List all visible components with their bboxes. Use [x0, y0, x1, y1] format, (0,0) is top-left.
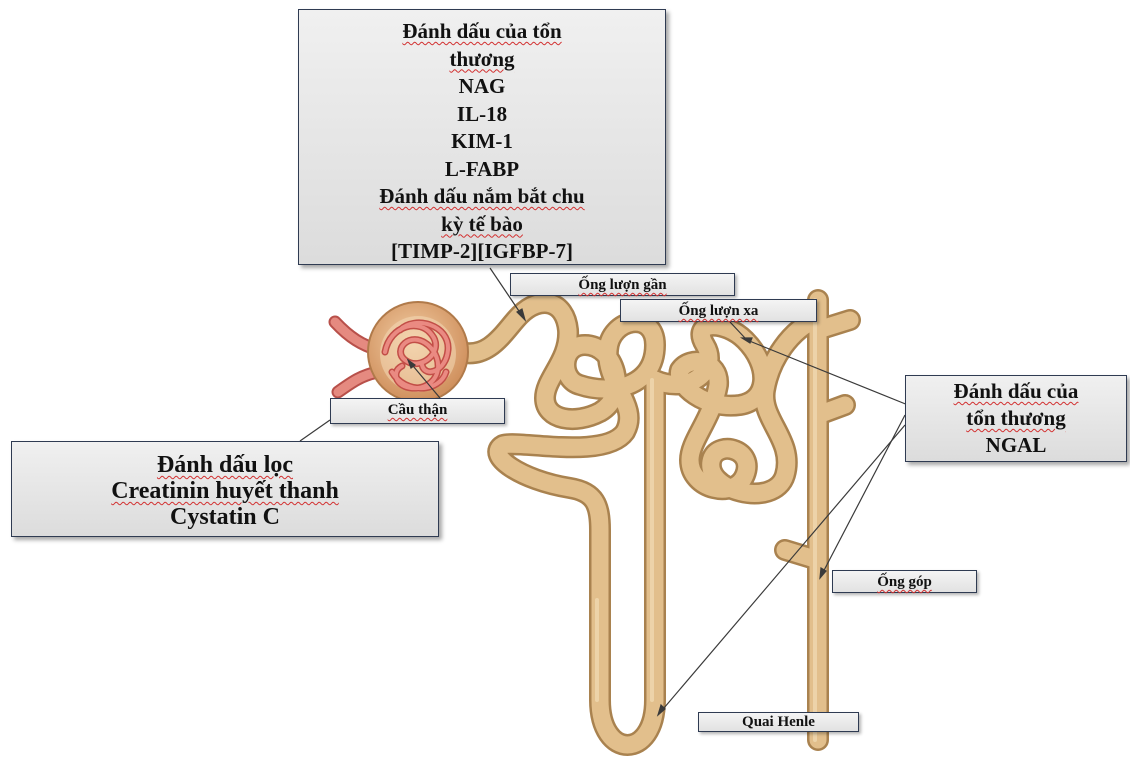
injury-markers-line-9: [TIMP-2][IGFBP-7] — [299, 238, 665, 266]
collecting-duct-label: Ống góp — [832, 570, 977, 593]
injury-markers-line-6: L-FABP — [299, 156, 665, 184]
distal-injury-line-2: tổn thương — [906, 405, 1126, 432]
filtration-markers-line-1: Đánh dấu lọc — [12, 452, 438, 478]
filtration-markers-box: Đánh dấu lọc Creatinin huyết thanh Cysta… — [11, 441, 439, 537]
injury-markers-line-5: KIM-1 — [299, 128, 665, 156]
injury-markers-box: Đánh dấu của tổn thương NAG IL-18 KIM-1 … — [298, 9, 666, 265]
tubule-system — [460, 300, 850, 745]
glomerulus-label: Cầu thận — [330, 398, 505, 424]
injury-markers-line-4: IL-18 — [299, 101, 665, 129]
glomerulus — [368, 302, 468, 402]
loop-of-henle-label: Quai Henle — [698, 712, 859, 732]
injury-markers-line-3: NAG — [299, 73, 665, 101]
distal-tubule-label: Ống lượn xa — [620, 299, 817, 322]
injury-markers-line-2: thương — [299, 46, 665, 74]
proximal-tubule-label: Ống lượn gần — [510, 273, 735, 296]
injury-markers-line-8: kỳ tế bào — [299, 211, 665, 239]
distal-injury-line-3: NGAL — [906, 432, 1126, 459]
filtration-markers-line-2: Creatinin huyết thanh — [12, 478, 438, 504]
filtration-markers-line-3: Cystatin C — [12, 504, 438, 530]
injury-markers-line-1: Đánh dấu của tổn — [299, 18, 665, 46]
injury-markers-line-7: Đánh dấu nắm bắt chu — [299, 183, 665, 211]
distal-injury-line-1: Đánh dấu của — [906, 378, 1126, 405]
distal-injury-markers-box: Đánh dấu của tổn thương NGAL — [905, 375, 1127, 462]
